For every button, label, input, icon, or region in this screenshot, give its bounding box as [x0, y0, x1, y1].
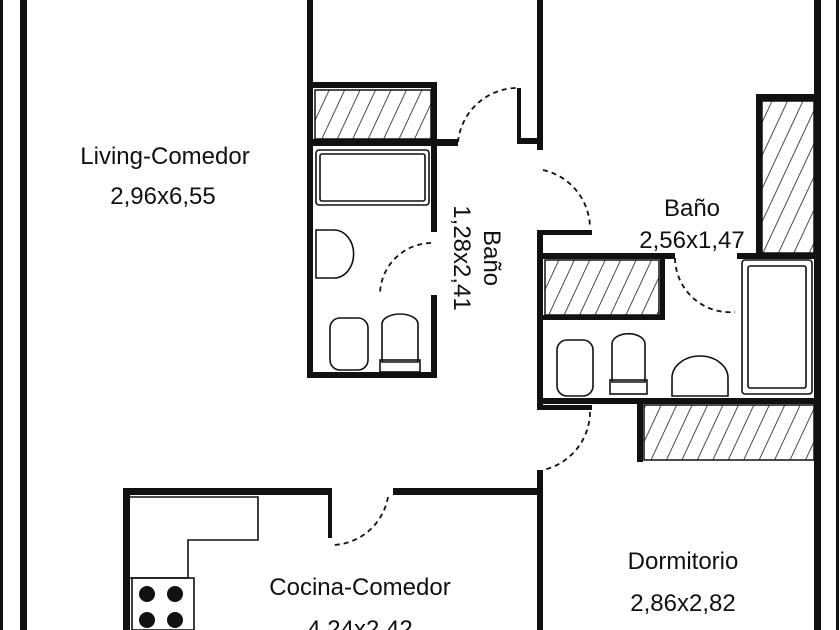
bidet-right: [556, 339, 594, 397]
room-size: 2,96x6,55: [110, 183, 215, 210]
room-name: Baño: [664, 195, 720, 222]
closet-dormitorio: [643, 404, 815, 461]
closet-bath2: [544, 259, 660, 316]
toilet-left: [381, 313, 419, 363]
closets: [314, 89, 815, 461]
room-name: Baño: [478, 230, 505, 286]
stove-icon: [131, 577, 195, 630]
room-size: 2,56x1,47: [639, 227, 744, 254]
kitchen-counter: [130, 496, 259, 579]
room-size: 4,24x2,42: [307, 616, 412, 630]
doors: [331, 87, 736, 546]
closet-top-left: [314, 89, 432, 140]
bidet-left: [329, 317, 369, 371]
toilet-right: [611, 332, 646, 383]
room-size: 2,86x2,82: [630, 590, 735, 617]
room-labels: Living-Comedor 2,96x6,55 Baño 1,28x2,41 …: [80, 143, 744, 630]
fixtures: [130, 149, 813, 630]
closet-right: [761, 100, 815, 254]
bathtub-right: [741, 259, 813, 395]
sink-left: [315, 229, 355, 279]
room-name: Living-Comedor: [80, 143, 249, 170]
room-name: Dormitorio: [628, 548, 739, 575]
sink-right: [671, 355, 729, 397]
room-name: Cocina-Comedor: [269, 574, 450, 601]
room-size: 1,28x2,41: [448, 205, 475, 310]
bathtub-left: [315, 149, 430, 206]
